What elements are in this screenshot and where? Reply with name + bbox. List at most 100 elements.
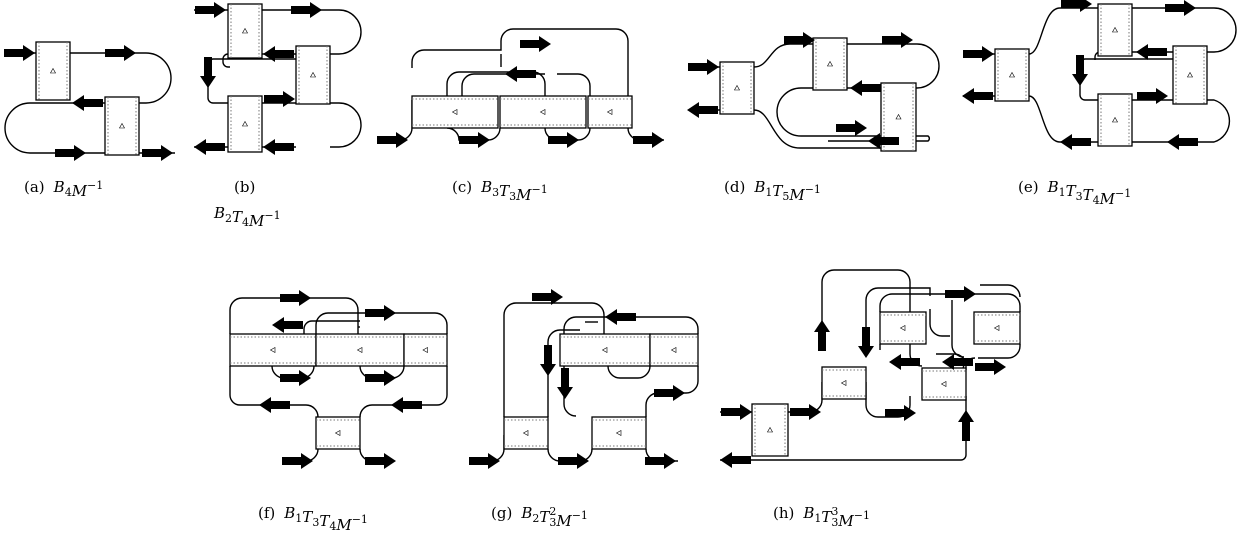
arrow-icon <box>687 102 718 118</box>
triangle-icon <box>522 429 529 437</box>
caption-tag: (f) <box>258 504 275 522</box>
arrow-icon <box>520 36 551 52</box>
triangle-icon <box>606 108 613 116</box>
wire-path <box>359 366 448 418</box>
wire-path <box>4 102 105 154</box>
triangle-icon <box>1111 26 1119 33</box>
arrow-icon <box>1060 134 1091 150</box>
box-cell <box>812 37 848 91</box>
triangle-icon <box>826 60 834 67</box>
arrow-icon <box>850 80 881 96</box>
arrow-icon <box>942 354 973 370</box>
panel-e-diagram <box>962 0 1237 150</box>
arrow-icon <box>194 139 225 155</box>
box-cell <box>315 333 405 367</box>
panel-d-diagram <box>687 32 940 152</box>
wire-path <box>847 43 940 89</box>
box-cell <box>1097 3 1133 57</box>
arrow-icon <box>282 453 313 469</box>
caption-b: (b) B2T4M−1 <box>213 178 281 230</box>
arrow-icon <box>459 132 490 148</box>
arrow-icon <box>605 309 636 325</box>
box-cell <box>821 366 867 400</box>
arrow-icon <box>264 91 295 107</box>
wire-path <box>951 300 965 358</box>
caption-term: B1T3T4M−1 <box>1047 178 1132 208</box>
triangle-icon <box>601 346 608 354</box>
wire-path <box>1028 7 1098 55</box>
triangle-icon <box>1008 71 1016 78</box>
triangle-icon <box>269 346 276 354</box>
arrow-icon <box>365 453 396 469</box>
box-cell <box>719 61 755 115</box>
arrow-icon <box>882 32 913 48</box>
wire-path <box>776 87 881 137</box>
box-cell <box>879 311 927 345</box>
arrow-icon <box>1136 44 1167 60</box>
triangle-icon <box>1111 116 1119 123</box>
panel-f-diagram <box>229 290 448 469</box>
arrow-icon <box>1072 55 1088 86</box>
wire-path <box>1028 95 1098 143</box>
wire-path <box>865 287 931 352</box>
arrow-icon <box>280 370 311 386</box>
box-cell <box>587 95 633 129</box>
wire-path <box>411 28 629 96</box>
caption-c: (c)B3T3M−1 <box>452 178 548 204</box>
wire-path <box>720 396 967 461</box>
arrow-icon <box>377 132 408 148</box>
caption-tag: (b) <box>234 178 255 196</box>
arrow-icon <box>505 66 536 82</box>
captions-layer: (a)B4M−1(b)B2T4M−1(c)B3T3M−1(d)B1T5M−1(e… <box>24 178 1131 534</box>
caption-term: B4M−1 <box>53 178 104 200</box>
arrow-icon <box>105 45 136 61</box>
arrow-icon <box>814 320 830 351</box>
box-cell <box>973 311 1021 345</box>
arrow-icon <box>1165 0 1196 16</box>
triangle-icon <box>539 108 546 116</box>
arrow-icon <box>858 327 874 358</box>
triangle-icon <box>356 346 363 354</box>
box-cell <box>559 333 651 367</box>
wire-path <box>1132 7 1237 53</box>
caption-term: B1T5M−1 <box>753 178 821 204</box>
wire-path <box>461 73 545 96</box>
wire-path <box>978 344 1021 359</box>
wire-path <box>547 329 580 417</box>
triangle-icon <box>49 67 57 74</box>
arrow-icon <box>272 317 303 333</box>
arrow-icon <box>55 145 86 161</box>
arrow-icon <box>200 57 216 88</box>
arrow-icon <box>790 404 821 420</box>
triangle-icon <box>940 380 947 388</box>
wire-path <box>262 9 362 55</box>
arrow-icon <box>548 132 579 148</box>
arrow-icon <box>721 404 752 420</box>
arrow-icon <box>1137 88 1168 104</box>
triangle-icon <box>309 71 317 78</box>
box-cell <box>403 333 448 367</box>
arrow-icon <box>195 2 226 18</box>
arrow-icon <box>885 405 916 421</box>
arrow-icon <box>654 385 685 401</box>
wire-path <box>607 365 651 379</box>
arrow-icon <box>365 305 396 321</box>
triangle-icon <box>993 324 1000 332</box>
caption-term: B3T3M−1 <box>480 178 548 204</box>
box-cell <box>591 416 647 450</box>
arrow-icon <box>532 289 563 305</box>
triangle-icon <box>840 379 847 387</box>
box-cell <box>921 367 967 401</box>
arrow-icon <box>280 290 311 306</box>
box-cell <box>649 333 699 367</box>
triangle-icon <box>451 108 458 116</box>
arrow-icon <box>784 32 815 48</box>
caption-term: B2T4M−1 <box>213 204 281 230</box>
box-cell <box>227 3 263 59</box>
triangle-icon <box>615 429 622 437</box>
wire-path <box>828 135 930 142</box>
wire-path <box>446 71 546 96</box>
box-cell <box>295 45 331 105</box>
caption-tag: (e) <box>1018 178 1039 196</box>
